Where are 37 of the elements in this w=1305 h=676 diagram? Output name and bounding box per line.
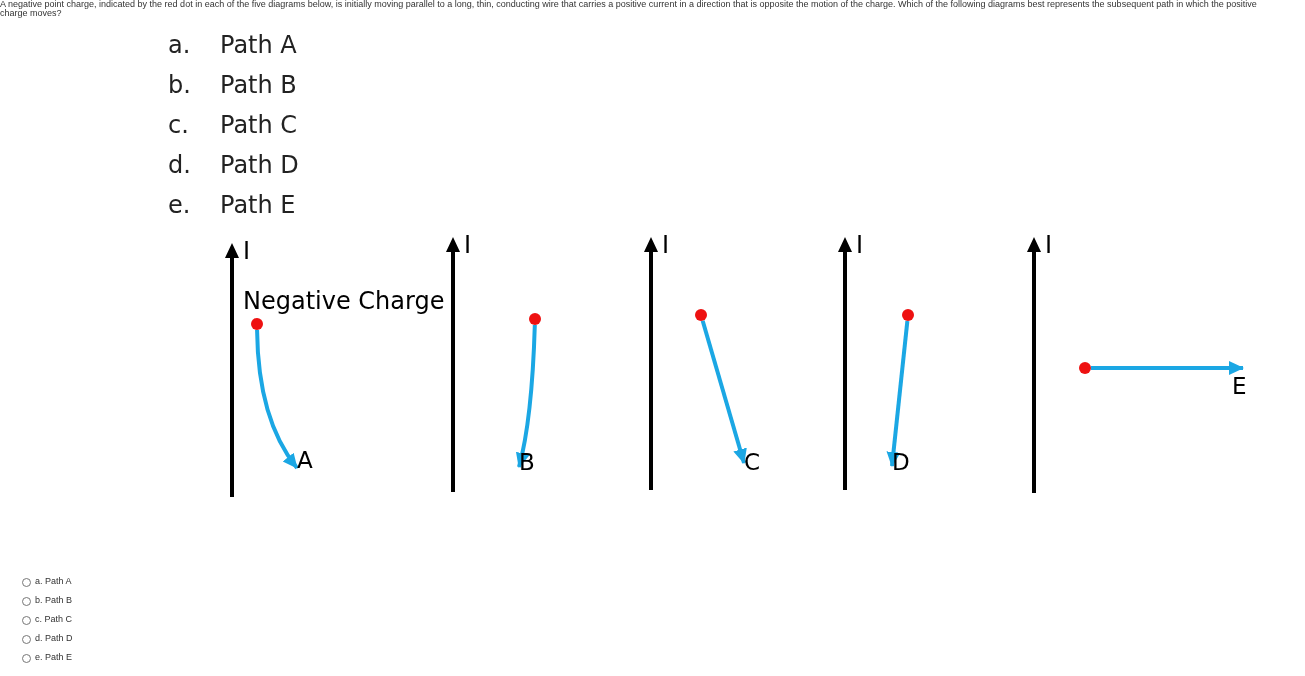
charge-dot (1079, 362, 1091, 374)
path-arrow (515, 324, 537, 468)
charge-dot (695, 309, 707, 321)
charge-dot (251, 318, 263, 330)
option-text: Path A (220, 31, 297, 59)
current-label: I (243, 237, 251, 265)
charge-dot (902, 309, 914, 321)
path-arrow (1091, 361, 1244, 375)
list-marker: e. (168, 191, 191, 219)
option-text: Path E (220, 191, 296, 219)
charge-dot (529, 313, 541, 325)
path-label: B (519, 450, 535, 474)
option-text: Path D (220, 151, 299, 179)
option-text: e. Path E (35, 652, 73, 662)
charge-label: Negative Charge (243, 287, 445, 315)
question-text: A negative point charge, indicated by the red dot in each of the five diagrams below, is initially moving parallel to a long, thin, conducting wire that carries a positive current in a direction that is opposite the motion of the charge. Which of the following diagrams best represents the subsequent path in which the positive charge moves? (0, 0, 1258, 18)
option-text: Path B (220, 71, 297, 99)
list-marker: d. (168, 151, 191, 179)
option-text: b. Path B (35, 595, 73, 605)
path-label: E (1232, 367, 1247, 398)
path-label: D (892, 450, 910, 474)
option-text: c. Path C (35, 614, 72, 624)
path-label: A (297, 448, 313, 472)
current-label: I (856, 231, 864, 259)
list-marker: a. (168, 31, 191, 59)
current-label: I (1045, 231, 1053, 259)
current-label: I (464, 231, 472, 259)
option-text: a. Path A (35, 576, 72, 586)
list-marker: b. (168, 71, 191, 99)
path-arrow (886, 320, 910, 467)
path-label: C (744, 450, 761, 474)
path-arrow (700, 320, 747, 464)
option-text: d. Path D (35, 633, 73, 643)
list-marker: c. (168, 111, 189, 139)
path-arrow (255, 329, 299, 470)
current-label: I (662, 231, 670, 259)
option-text: Path C (220, 111, 298, 139)
